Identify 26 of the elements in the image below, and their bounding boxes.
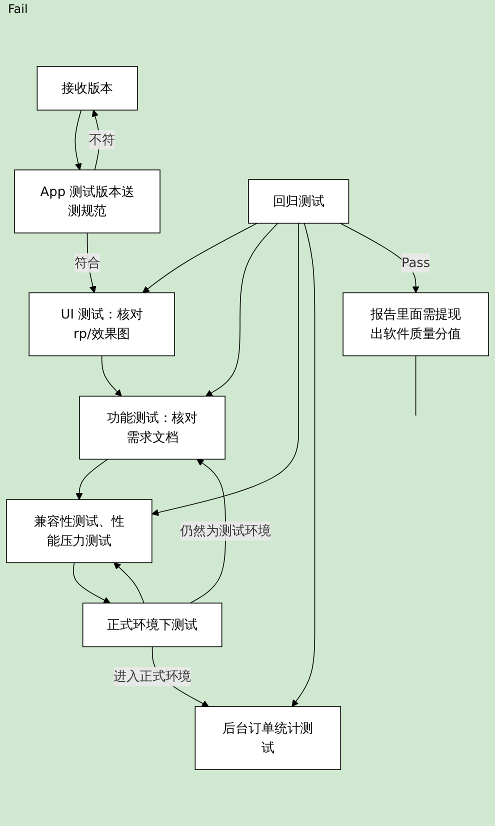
node-box: 回归测试 — [248, 179, 350, 224]
arrow — [205, 222, 278, 396]
arrow — [74, 110, 82, 170]
node-box: 接收版本 — [36, 66, 138, 110]
edge-label: 符合 — [74, 254, 100, 270]
arrow — [292, 222, 316, 707]
node-box: UI 测试：核对rp/效果图 — [28, 292, 175, 356]
node-box: 正式环境下测试 — [82, 602, 222, 648]
node-box: 兼容性测试、性能压力测试 — [6, 499, 152, 564]
edge-label: 仍然为测试环境 — [180, 523, 271, 538]
connector — [415, 355, 416, 416]
edge-label: Pass — [401, 254, 430, 270]
arrow — [190, 458, 226, 604]
edge-label: 不符 — [88, 132, 115, 148]
node-box: 后台订单统计测试 — [194, 706, 342, 770]
arrow — [72, 562, 110, 604]
arrow — [152, 222, 300, 516]
arrow — [76, 458, 108, 500]
node-box: App 测试版本送测规范 — [14, 170, 160, 234]
arrow — [114, 562, 144, 604]
node-box: 报告里面需提现出软件质量分值 — [342, 292, 489, 356]
note-text: Fail — [8, 2, 28, 16]
node-box: 功能测试：核对需求文档 — [79, 396, 226, 460]
arrow — [142, 222, 258, 294]
edge-label: 进入正式环境 — [114, 668, 192, 684]
arrow — [101, 355, 122, 396]
